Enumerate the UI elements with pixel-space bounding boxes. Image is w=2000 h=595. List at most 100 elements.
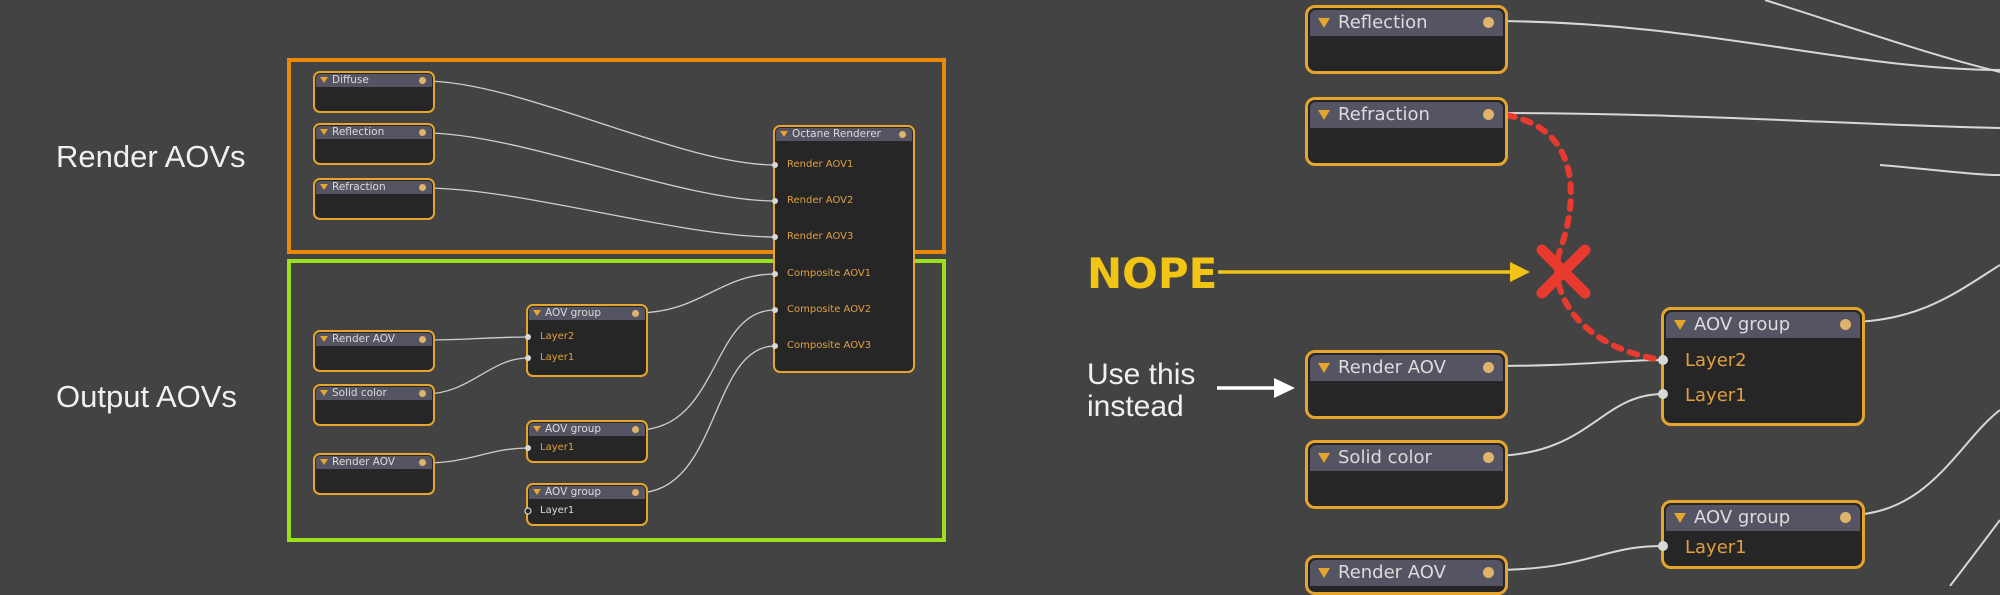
solid-color-node[interactable]: Solid color [1305,440,1508,509]
render-aov2-pin[interactable]: Render AOV2 [787,195,854,206]
collapse-triangle-icon[interactable] [533,489,541,495]
render-aov-node[interactable]: Render AOV [313,330,435,372]
wire-group1-composite1 [636,273,776,314]
octane-renderer-node[interactable]: Octane Renderer Render AOV1 Render AOV2 … [773,125,915,373]
collapse-triangle-icon[interactable] [1318,568,1330,578]
render-aov-node[interactable]: Render AOV [1305,350,1508,419]
wire-r-group1-out [1847,264,2000,323]
refraction-node[interactable]: Refraction [1305,97,1508,166]
reflection-node[interactable]: Reflection [313,123,435,165]
instead-label: instead [1087,390,1184,423]
solid-color-node[interactable]: Solid color [313,384,435,426]
output-pin[interactable] [632,425,639,433]
output-pin[interactable] [899,130,906,138]
aov-group-node[interactable]: AOV group Layer1 [1661,500,1865,569]
node-title: Refraction [1338,104,1430,125]
aov-group-node[interactable]: AOV group Layer1 [526,483,648,526]
output-pin[interactable] [419,389,426,397]
wire-solidcolor-layer1 [424,357,529,395]
output-pin[interactable] [1483,452,1494,463]
layer1-pin[interactable]: Layer1 [1685,537,1747,558]
aov-group-node[interactable]: AOV group Layer2 Layer1 [526,304,648,377]
render-aov-node[interactable]: Render AOV [1305,555,1508,595]
render-aov3-pin[interactable]: Render AOV3 [787,231,854,242]
aov-group-node[interactable]: AOV group Layer2 Layer1 [1661,307,1865,426]
node-title: AOV group [545,307,602,319]
node-title: Render AOV [1338,357,1446,378]
collapse-triangle-icon[interactable] [320,459,328,465]
node-title: AOV group [545,423,602,435]
wire-r-group2-out [1847,409,2000,516]
wire-diffuse-render-aov1 [424,80,776,166]
output-pin[interactable] [1483,17,1494,28]
wire-r-top-1 [1764,0,2000,73]
output-aovs-frame [287,259,946,542]
collapse-triangle-icon[interactable] [320,77,328,83]
aov-group-node[interactable]: AOV group Layer1 [526,420,648,463]
output-pin[interactable] [419,76,426,84]
node-title: AOV group [545,486,602,498]
collapse-triangle-icon[interactable] [533,426,541,432]
collapse-triangle-icon[interactable] [320,336,328,342]
collapse-triangle-icon[interactable] [1318,453,1330,463]
collapse-triangle-icon[interactable] [1318,363,1330,373]
render-aov1-pin[interactable]: Render AOV1 [787,159,854,170]
wire-renderaov2-group2 [424,447,529,464]
collapse-triangle-icon[interactable] [1318,110,1330,120]
node-title: Solid color [332,387,387,399]
diffuse-node[interactable]: Diffuse [313,71,435,113]
node-title: Refraction [332,181,386,193]
wire-r-refraction-out [1489,112,2000,129]
layer1-pin[interactable]: Layer1 [540,442,575,453]
nope-arrow [1218,262,1530,282]
wire-reflection-render-aov2 [424,132,776,202]
composite-aov1-pin[interactable]: Composite AOV1 [787,268,872,279]
wire-r-solidcolor-layer1 [1489,393,1664,457]
output-pin[interactable] [632,309,639,317]
layer1-pin[interactable]: Layer1 [540,352,575,363]
wire-r-reflection-out [1489,20,2000,71]
output-pin[interactable] [1483,567,1494,578]
wire-refraction-render-aov3 [424,187,776,238]
output-pin[interactable] [632,488,639,496]
layer2-pin[interactable]: Layer2 [540,331,575,342]
output-pin[interactable] [419,128,426,136]
output-pin[interactable] [1483,109,1494,120]
collapse-triangle-icon[interactable] [533,310,541,316]
output-pin[interactable] [1483,362,1494,373]
collapse-triangle-icon[interactable] [1318,18,1330,28]
wire-renderaov-layer2 [424,336,529,341]
use-this-arrow [1217,378,1295,398]
composite-aov3-pin[interactable]: Composite AOV3 [787,340,872,351]
render-aov-node[interactable]: Render AOV [313,453,435,495]
layer2-pin[interactable]: Layer2 [1685,350,1747,371]
wire-r-top-2 [1879,164,2000,176]
output-pin[interactable] [1840,319,1851,330]
wire-r-renderaov2-layer1 [1489,545,1664,571]
collapse-triangle-icon[interactable] [320,184,328,190]
wire-r-renderaov-layer2 [1489,359,1664,367]
collapse-triangle-icon[interactable] [320,390,328,396]
layer1-pin[interactable]: Layer1 [1685,385,1747,406]
node-title: Render AOV [332,456,395,468]
collapse-triangle-icon[interactable] [1674,513,1686,523]
reflection-node[interactable]: Reflection [1305,5,1508,74]
wire-group3-composite3 [636,345,776,494]
render-aovs-frame [287,58,946,254]
collapse-triangle-icon[interactable] [1674,320,1686,330]
output-pin[interactable] [419,335,426,343]
composite-aov2-pin[interactable]: Composite AOV2 [787,304,872,315]
node-title: AOV group [1694,507,1791,528]
collapse-triangle-icon[interactable] [320,129,328,135]
output-pin[interactable] [419,458,426,466]
node-title: Reflection [332,126,385,138]
output-pin[interactable] [1840,512,1851,523]
collapse-triangle-icon[interactable] [780,131,788,137]
nope-label: NOPE [1087,249,1218,298]
render-aovs-label: Render AOVs [56,139,246,174]
node-title: Reflection [1338,12,1428,33]
output-pin[interactable] [419,183,426,191]
layer1-pin[interactable]: Layer1 [540,505,575,516]
refraction-node[interactable]: Refraction [313,178,435,220]
